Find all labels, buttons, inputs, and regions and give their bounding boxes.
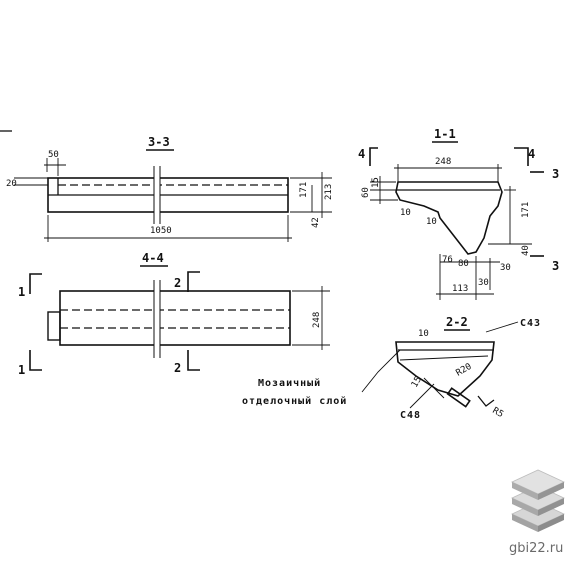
dim-248-section: 248 [435, 157, 451, 167]
finishing-layer-note: Мозаичный отделочный слой [242, 349, 401, 407]
dim-171: 171 [299, 182, 309, 198]
cut-mark-2-top [187, 271, 200, 292]
dim-1050: 1050 [150, 226, 172, 236]
svg-text:60: 60 [361, 187, 371, 198]
svg-text:4: 4 [528, 147, 535, 161]
dim-20: 20 [6, 179, 17, 189]
note-line-2: отделочный слой [242, 395, 347, 407]
svg-text:10: 10 [426, 217, 437, 227]
svg-text:4: 4 [358, 147, 365, 161]
cut-mark-4-left [369, 147, 378, 166]
section-1-1-title: 1-1 [434, 127, 456, 141]
svg-text:76: 76 [442, 255, 453, 265]
svg-text:113: 113 [452, 284, 468, 294]
slab-plan [59, 290, 291, 346]
detail-section [395, 341, 495, 397]
section-2-2-title: 2-2 [446, 315, 468, 329]
svg-text:1: 1 [18, 363, 25, 377]
svg-text:3: 3 [552, 259, 559, 273]
dim-50: 50 [48, 150, 59, 160]
cut-mark-4-right [514, 147, 529, 166]
svg-text:80: 80 [458, 259, 469, 269]
watermark-text: gbi22.ru [509, 541, 563, 556]
note-line-1: Мозаичный [258, 377, 321, 389]
svg-text:171: 171 [521, 202, 531, 218]
svg-text:2: 2 [174, 276, 181, 290]
watermark-logo [511, 469, 565, 532]
section-3-3: 3-3 50 20 1050 171 213 42 [6, 135, 334, 242]
mark-c48: С48 [400, 410, 421, 421]
mark-c43: С43 [520, 318, 541, 329]
cut-mark-1-top [29, 273, 42, 294]
cut-mark-2-bottom [187, 350, 200, 371]
svg-text:3: 3 [552, 167, 559, 181]
section-3-3-title: 3-3 [148, 135, 170, 149]
svg-text:30: 30 [478, 278, 489, 288]
section-4-4-title: 4-4 [142, 251, 164, 265]
svg-text:R20: R20 [455, 362, 474, 379]
svg-text:30: 30 [500, 263, 511, 273]
section-4-4: 4-4 248 1 1 2 2 [18, 251, 330, 377]
svg-text:10: 10 [400, 208, 411, 218]
svg-text:15: 15 [410, 375, 424, 389]
section-1-1: 1-1 248 15 60 10 10 171 40 76 80 30 113 … [358, 127, 559, 300]
profile-section [395, 181, 503, 255]
svg-text:15: 15 [371, 177, 381, 188]
note-leader [361, 349, 401, 393]
svg-text:1: 1 [18, 285, 25, 299]
svg-text:10: 10 [418, 329, 429, 339]
svg-text:R5: R5 [491, 406, 505, 420]
dim-213: 213 [324, 184, 334, 200]
section-2-2: 2-2 10 R20 15 R5 С43 С48 [395, 315, 541, 421]
svg-text:2: 2 [174, 361, 181, 375]
dim-42: 42 [311, 217, 321, 228]
svg-text:40: 40 [521, 245, 531, 256]
dim-248: 248 [312, 312, 322, 328]
cut-mark-1-bottom [29, 350, 42, 371]
